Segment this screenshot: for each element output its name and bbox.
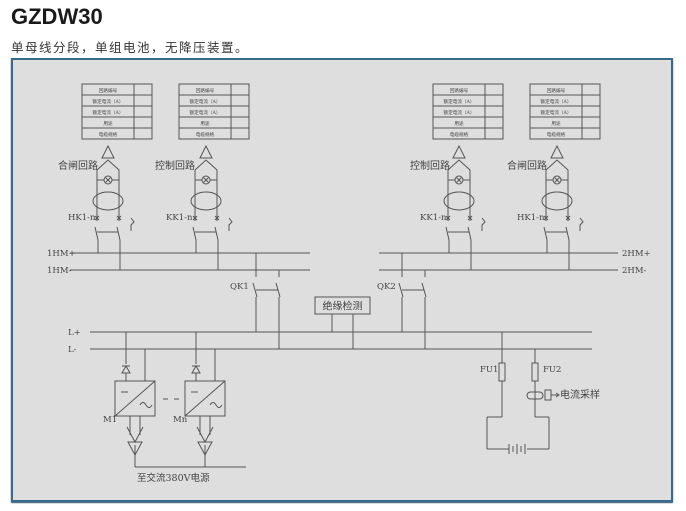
bus-1hm-plus-label: 1HM+ <box>47 249 76 259</box>
aux-contact-icon <box>130 217 135 231</box>
diagram-frame <box>11 58 673 502</box>
circuit-label: 控制回路 <box>410 159 450 172</box>
circuit-switch-label: HK1-n <box>517 213 545 223</box>
qk2-label: QK2 <box>377 282 396 292</box>
ac-input-arrow-icon <box>127 441 143 457</box>
insulation-monitor-label: 绝缘检测 <box>323 300 363 313</box>
battery-icon <box>508 444 526 454</box>
module-mn-label: Mn <box>173 415 188 425</box>
module-m1-label: M1 <box>103 415 117 425</box>
table-row-label: 电缆规格 <box>547 131 566 138</box>
ac-source-label: 至交流380V电源 <box>137 472 210 484</box>
circuit-table <box>529 83 601 140</box>
table-row-label: 额定电流（A） <box>190 109 221 116</box>
sensor-block <box>544 389 552 401</box>
table-row-label: 额定电流（A） <box>190 98 221 105</box>
circuit-table <box>178 83 250 140</box>
feeder-circuit-3 <box>432 83 504 270</box>
current-transformer-icon <box>92 191 124 211</box>
table-row-label: 用途 <box>200 120 210 127</box>
current-sampling-label: 电流采样 <box>560 388 600 401</box>
circuit-label: 合闸回路 <box>507 159 547 172</box>
rectifier-module-mn <box>184 332 226 457</box>
indicator-lamp-icon <box>103 175 113 185</box>
double-pole-switch <box>192 226 219 270</box>
indicator-lamp-icon <box>454 175 464 185</box>
table-row-label: 额定电流（A） <box>541 98 572 105</box>
fu1-label: FU1 <box>480 365 498 375</box>
bus-main <box>90 331 592 350</box>
aux-contact-icon <box>481 217 486 231</box>
current-transformer-icon <box>541 191 573 211</box>
circuit-label: 控制回路 <box>155 159 195 172</box>
feeder-circuit-4 <box>529 83 601 270</box>
insulation-monitor <box>314 296 371 349</box>
qk2-switch <box>398 253 427 349</box>
circuit-switch-label: HK1-n <box>68 213 96 223</box>
bus-l-plus-label: L+ <box>68 328 81 338</box>
dc-ac-converter-icon <box>114 380 156 417</box>
indicator-lamp-icon <box>201 175 211 185</box>
table-row-label: 用途 <box>551 120 561 127</box>
current-sensor <box>526 391 544 400</box>
battery-branch <box>486 332 560 454</box>
table-row-label: 回路编号 <box>547 87 566 94</box>
fu1-fuse <box>498 362 506 382</box>
rectifier-module-m1 <box>114 332 156 457</box>
dc-ac-converter-icon <box>184 380 226 417</box>
aux-contact-icon <box>228 217 233 231</box>
table-row-label: 回路编号 <box>450 87 469 94</box>
ac-input-arrow-icon <box>197 441 213 457</box>
bus-l-minus-label: L- <box>68 345 77 355</box>
bus-2hm-plus-label: 2HM+ <box>622 249 651 259</box>
bus-2hm <box>379 252 618 271</box>
bus-1hm <box>70 252 310 271</box>
double-pole-switch <box>543 226 570 270</box>
feeder-circuit-2 <box>178 83 250 270</box>
table-row-label: 额定电流（A） <box>93 98 124 105</box>
diode-icon <box>191 364 201 374</box>
current-transformer-icon <box>190 191 222 211</box>
table-row-label: 额定电流（A） <box>541 109 572 116</box>
table-row-label: 电缆规格 <box>99 131 118 138</box>
page-title: GZDW30 <box>11 4 103 29</box>
table-row-label: 用途 <box>103 120 113 127</box>
table-row-label: 额定电流（A） <box>444 98 475 105</box>
circuit-switch-label: KK1-n <box>166 213 193 223</box>
table-row-label: 回路编号 <box>99 87 118 94</box>
double-pole-switch <box>445 226 472 270</box>
indicator-lamp-icon <box>552 175 562 185</box>
terminal-arrow-icon <box>199 144 213 159</box>
table-row-label: 用途 <box>454 120 464 127</box>
ac-source-line <box>134 445 246 468</box>
table-row-label: 电缆规格 <box>196 131 215 138</box>
table-row-label: 额定电流（A） <box>93 109 124 116</box>
terminal-arrow-icon <box>101 144 115 159</box>
circuit-table <box>81 83 153 140</box>
qk1-label: QK1 <box>230 282 249 292</box>
feeder-circuit-1 <box>81 83 153 270</box>
double-pole-switch <box>94 226 121 270</box>
circuit-label: 合闸回路 <box>58 159 98 172</box>
circuit-switch-label: KK1-n <box>420 213 447 223</box>
terminal-arrow-icon <box>550 144 564 159</box>
qk1-switch <box>252 253 281 349</box>
current-transformer-icon <box>443 191 475 211</box>
diode-icon <box>121 364 131 374</box>
page-subtitle: 单母线分段，单组电池，无降压装置。 <box>11 40 250 55</box>
circuit-table <box>432 83 504 140</box>
fu2-fuse <box>531 362 539 382</box>
table-row-label: 额定电流（A） <box>444 109 475 116</box>
bus-2hm-minus-label: 2HM- <box>622 266 647 276</box>
aux-contact-icon <box>579 217 584 231</box>
bus-1hm-minus-label: 1HM- <box>47 266 72 276</box>
fu2-label: FU2 <box>543 365 561 375</box>
terminal-arrow-icon <box>452 144 466 159</box>
table-row-label: 回路编号 <box>196 87 215 94</box>
table-row-label: 电缆规格 <box>450 131 469 138</box>
